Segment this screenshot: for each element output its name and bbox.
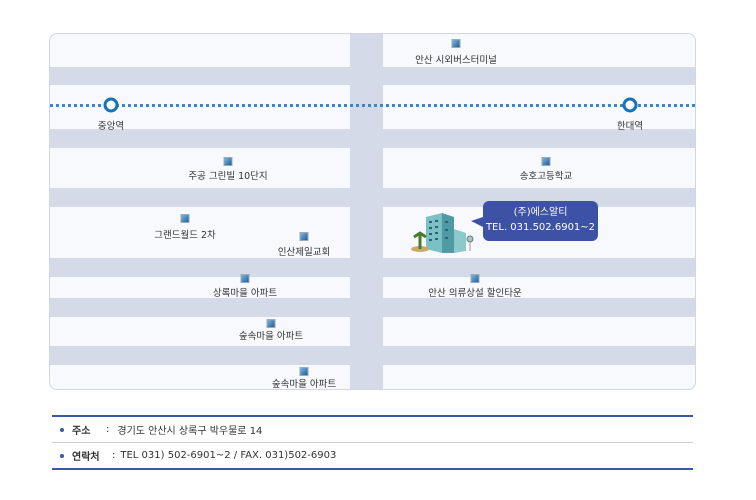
station-icon xyxy=(103,97,119,113)
landmark-icon xyxy=(470,274,480,283)
bullet-icon xyxy=(60,453,64,458)
landmark-label: 그랜드월드 2차 xyxy=(154,230,216,241)
landmark-label: 송호고등학교 xyxy=(519,171,573,182)
separator: : xyxy=(106,424,110,435)
landmark-label: 안산 시외버스터미널 xyxy=(415,55,497,66)
landmark-label: 숲속마을 아파트 xyxy=(271,379,337,390)
contact-info: 주소 : 경기도 안산시 상록구 박우물로 14 연락처 : TEL 031) … xyxy=(52,415,693,470)
landmark-icon xyxy=(180,214,190,223)
station-label: 중앙역 xyxy=(97,121,125,132)
address-label: 주소 xyxy=(72,426,91,437)
landmark-icon xyxy=(223,157,233,166)
landmark-icon xyxy=(299,367,309,376)
location-map: 중앙역 한대역 안산 시외버스터미널 주공 그린빌 10단지 송호고등학교 그랜… xyxy=(49,33,696,390)
landmark-icon xyxy=(541,157,551,166)
station-icon xyxy=(622,97,638,113)
landmark-icon xyxy=(266,319,276,328)
landmark-icon xyxy=(299,232,309,241)
contact-value: TEL 031) 502-6901~2 / FAX. 031)502-6903 xyxy=(120,450,337,461)
landmark-label: 주공 그린빌 10단지 xyxy=(188,171,268,182)
address-row: 주소 : 경기도 안산시 상록구 박우물로 14 xyxy=(52,417,693,442)
landmark-label: 상록마을 아파트 xyxy=(212,288,278,299)
contact-label: 연락처 xyxy=(72,452,100,463)
address-value: 경기도 안산시 상록구 박우물로 14 xyxy=(117,426,263,437)
company-name: (주)에스알티 xyxy=(513,207,568,218)
bullet-icon xyxy=(60,427,64,432)
company-building-icon xyxy=(411,213,474,253)
separator: : xyxy=(112,450,116,461)
contact-row: 연락처 : TEL 031) 502-6901~2 / FAX. 031)502… xyxy=(52,442,693,468)
landmark-label: 인산제일교회 xyxy=(277,247,331,258)
landmark-label: 안산 의류상설 할인타운 xyxy=(428,288,522,299)
landmark-icon xyxy=(451,39,461,48)
road xyxy=(350,34,383,389)
metro-line xyxy=(50,104,695,107)
company-callout: (주)에스알티 TEL. 031.502.6901~2 xyxy=(471,201,598,241)
station-label: 한대역 xyxy=(616,121,644,132)
company-tel: TEL. 031.502.6901~2 xyxy=(485,222,596,233)
landmark-icon xyxy=(240,274,250,283)
landmark-label: 숲속마을 아파트 xyxy=(238,331,304,342)
